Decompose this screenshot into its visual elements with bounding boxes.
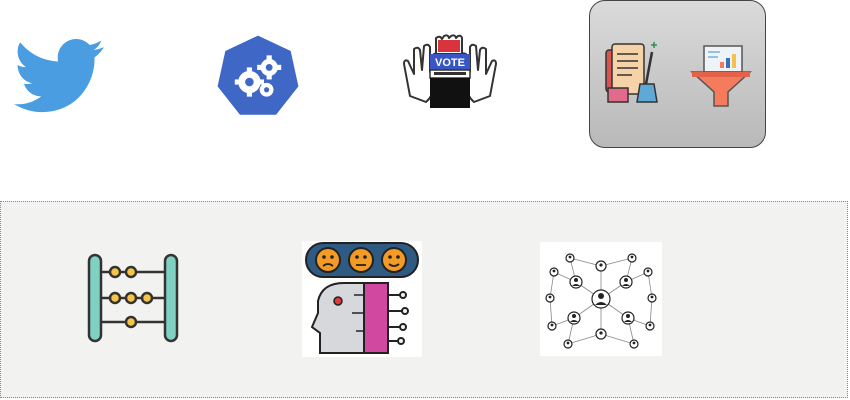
sentiment-faces-ai-head-icon bbox=[302, 241, 422, 357]
kubernetes-gears-icon bbox=[217, 35, 299, 115]
vote-ballot-hands-icon: VOTE bbox=[403, 34, 497, 108]
vote-label: VOTE bbox=[435, 57, 465, 69]
social-network-graph-icon bbox=[540, 242, 662, 356]
abacus-icon bbox=[87, 253, 179, 343]
document-cleaning-icon bbox=[605, 42, 658, 103]
data-funnel-chart-icon bbox=[690, 45, 752, 107]
twitter-bird-icon bbox=[13, 39, 104, 113]
